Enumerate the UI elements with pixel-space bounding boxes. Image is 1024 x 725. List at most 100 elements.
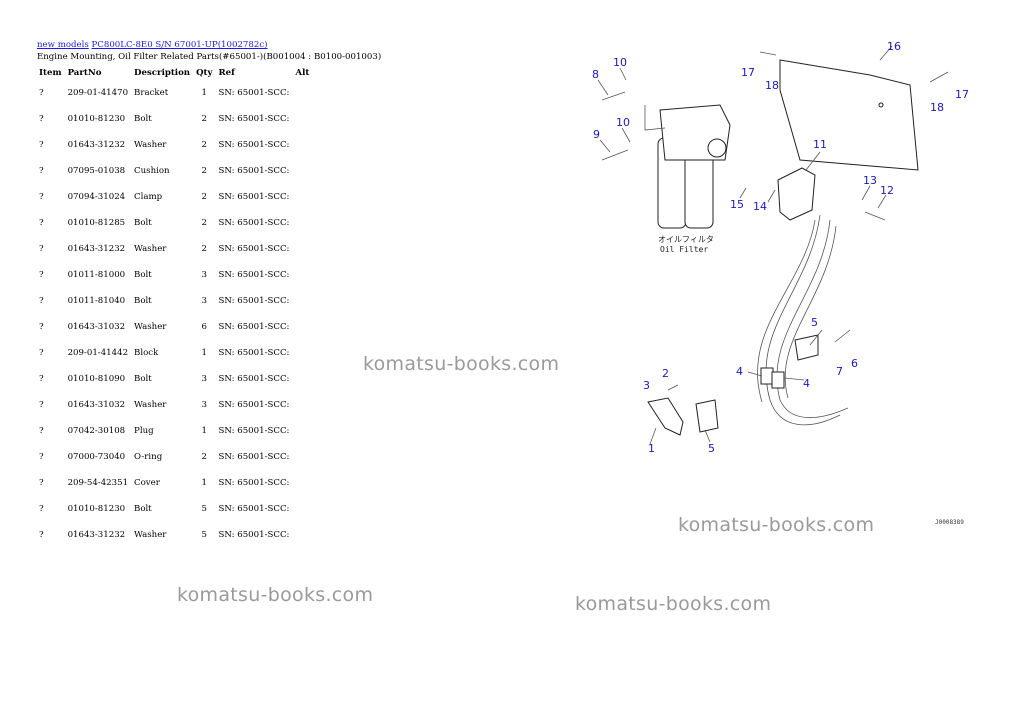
cell-description: Bolt [134,374,152,384]
cell-partno: 209-01-41442 [67,348,129,358]
cell-alt [292,366,312,392]
svg-text:14: 14 [753,200,767,213]
cell-description: Bolt [134,270,152,280]
svg-text:8: 8 [592,68,599,81]
cell-ref: SN: 65001-SCC: [218,192,290,202]
cell-description: Plug [134,426,154,436]
header-item: Item [39,68,62,78]
cell-alt [292,132,312,158]
breadcrumb-link-new-models[interactable]: new models [37,40,89,50]
cell-partno: 01010-81090 [67,374,126,384]
cell-ref: SN: 65001-SCC: [218,348,290,358]
cell-alt [292,496,312,522]
cell-ref: SN: 65001-SCC: [218,426,290,436]
cell-description: Bolt [134,114,152,124]
cell-qty: 1 [201,426,208,436]
cell-ref: SN: 65001-SCC: [218,452,290,462]
cell-description: O-ring [134,452,163,462]
cell-partno: 209-54-42351 [67,478,129,488]
cell-ref: SN: 65001-SCC: [218,530,290,540]
cell-description: Cushion [134,166,170,176]
header-alt: Alt [295,68,310,78]
cell-qty: 3 [201,296,208,306]
cell-qty: 2 [201,166,208,176]
cell-partno: 01010-81285 [67,218,126,228]
cell-qty: 1 [201,88,208,98]
cell-alt [292,210,312,236]
cell-qty: 2 [201,218,208,228]
cell-partno: 01643-31232 [67,530,126,540]
svg-text:10: 10 [613,56,627,69]
cell-item: ? [39,114,44,124]
svg-text:15: 15 [730,198,744,211]
cell-qty: 6 [201,322,208,332]
cell-alt [292,392,312,418]
cell-partno: 01643-31032 [67,400,126,410]
cell-item: ? [39,452,44,462]
cell-alt [292,236,312,262]
svg-text:16: 16 [887,40,901,53]
cell-ref: SN: 65001-SCC: [218,504,290,514]
header-ref: Ref [218,68,235,78]
callouts: 10 8 10 9 11 15 14 13 12 16 17 18 18 17 … [592,40,969,455]
breadcrumb-link-model[interactable]: PC800LC-8E0 S/N 67001-UP(1002782c) [91,40,268,50]
cushion [771,371,785,389]
cell-item: ? [39,140,44,150]
cell-alt [292,158,312,184]
cell-item: ? [39,400,44,410]
cell-item: ? [39,270,44,280]
cell-alt [292,288,312,314]
cell-ref: SN: 65001-SCC: [218,218,290,228]
parts-diagram: オイルフィルタ Oil Filter 10 8 10 9 11 15 1 [592,40,969,526]
cell-qty: 1 [201,478,208,488]
cell-partno: 01643-31232 [67,244,126,254]
header-qty: Qty [196,68,213,78]
cell-qty: 3 [201,400,208,410]
cell-qty: 5 [201,530,208,540]
cell-ref: SN: 65001-SCC: [218,296,290,306]
cell-description: Washer [134,530,167,540]
cell-description: Block [134,348,159,358]
cell-ref: SN: 65001-SCC: [218,114,290,124]
cell-item: ? [39,322,44,332]
block [777,167,816,221]
cell-alt [292,418,312,444]
cell-description: Bolt [134,218,152,228]
cell-qty: 2 [201,114,208,124]
cell-ref: SN: 65001-SCC: [218,140,290,150]
svg-text:12: 12 [880,184,894,197]
cell-alt [292,184,312,210]
cell-partno: 07094-31024 [67,192,126,202]
svg-text:5: 5 [708,442,715,455]
svg-text:3: 3 [643,379,650,392]
cell-alt [292,262,312,288]
page-title: Engine Mounting, Oil Filter Related Part… [37,52,382,62]
cell-description: Bracket [134,88,169,98]
table-row: ? 209-01-41442 Block 1 SN: 65001-SCC: [36,340,312,366]
cell-partno: 01011-81000 [67,270,126,280]
svg-text:17: 17 [741,66,755,79]
cell-alt [292,80,312,106]
cell-qty: 1 [201,348,208,358]
cell-alt [292,470,312,496]
oil-filter [644,104,731,229]
leader-lines [597,45,893,445]
clamp [695,399,719,433]
cell-item: ? [39,348,44,358]
cell-qty: 2 [201,192,208,202]
cell-description: Bolt [134,504,152,514]
cell-item: ? [39,296,44,306]
hoses [757,214,849,426]
cell-ref: SN: 65001-SCC: [218,244,290,254]
clamp [794,334,819,361]
cell-ref: SN: 65001-SCC: [218,322,290,332]
bolts [601,51,949,391]
watermark: komatsu-books.com [575,593,772,615]
